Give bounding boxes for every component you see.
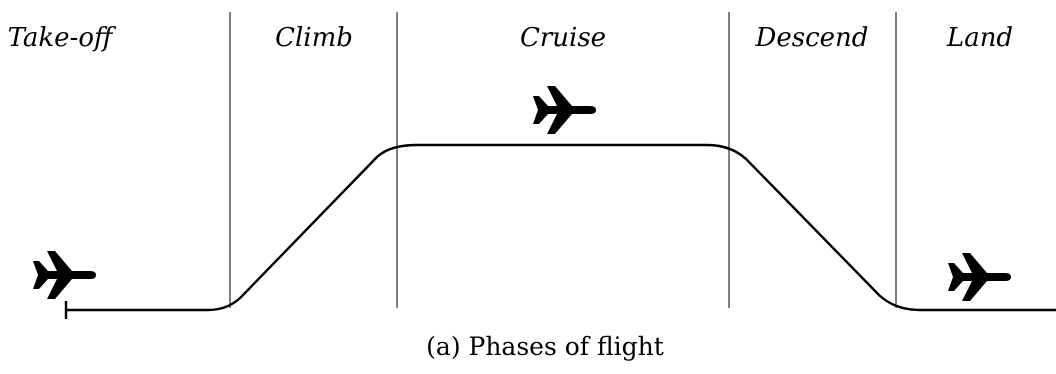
- figure-caption: (a) Phases of flight: [426, 332, 664, 361]
- phase-label-descend: Descend: [755, 23, 869, 53]
- airplane-icon: [533, 86, 596, 134]
- phase-label-climb: Climb: [275, 23, 353, 53]
- phase-label-takeoff: Take-off: [8, 23, 117, 53]
- phase-label-land: Land: [946, 23, 1013, 53]
- phase-label-cruise: Cruise: [520, 23, 606, 53]
- phase-labels: Take-off Climb Cruise Descend Land: [8, 23, 1013, 53]
- airplane-icon: [33, 251, 96, 299]
- flight-path: [66, 143, 1056, 312]
- airplane-icon: [948, 253, 1011, 301]
- phase-dividers: [229, 12, 897, 308]
